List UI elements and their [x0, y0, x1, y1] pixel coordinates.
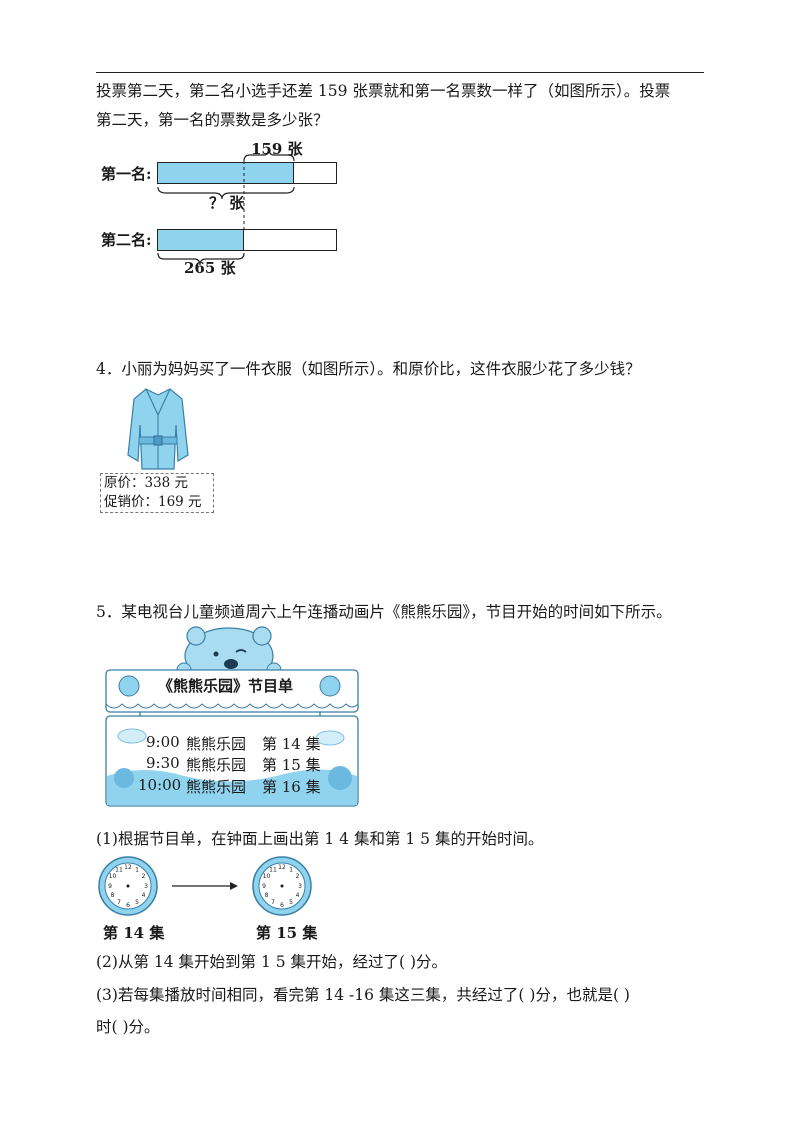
svg-text:5: 5 — [135, 899, 139, 906]
svg-text:9: 9 — [108, 883, 112, 890]
svg-text:1: 1 — [135, 867, 139, 874]
second-value-label: 265 张 — [184, 259, 236, 277]
q5-text: 5．某电视台儿童频道周六上午连播动画片《熊熊乐园》，节目开始的时间如下所示。 — [96, 603, 672, 621]
q3-text-line2: 第二天，第一名的票数是多少张？ — [96, 111, 329, 129]
q5-sub3-line1: (3)若每集播放时间相同，看完第 14 -16 集这三集，共经过了( )分，也就… — [96, 986, 630, 1004]
svg-text:3: 3 — [298, 883, 302, 890]
clock1-caption: 第 14 集 — [103, 924, 165, 942]
schedule-episode: 第 16 集 — [262, 778, 321, 796]
svg-text:10: 10 — [263, 873, 271, 880]
schedule-episode: 第 15 集 — [262, 756, 321, 774]
diff-label: 159 张 — [251, 140, 303, 158]
svg-text:10: 10 — [109, 873, 117, 880]
schedule-time: 10:00 — [138, 776, 182, 794]
svg-text:1: 1 — [289, 867, 293, 874]
label-first-place: 第一名: — [101, 165, 152, 183]
schedule-time: 9:00 — [146, 733, 180, 751]
q5-sub2: (2)从第 14 集开始到第 1 5 集开始，经过了( )分。 — [96, 953, 448, 971]
price-tag: 原价：338 元 促销价：169 元 — [100, 473, 214, 513]
schedule-title: 《熊熊乐园》节目单 — [158, 677, 294, 695]
schedule-show: 熊熊乐园 — [186, 756, 247, 774]
q3-text-line1: 投票第二天，第二名小选手还差 159 张票就和第一名票数一样了（如图所示）。投票 — [96, 82, 671, 100]
schedule-show: 熊熊乐园 — [186, 778, 247, 796]
q5-sub3-line2: 时( )分。 — [96, 1018, 160, 1036]
svg-text:6: 6 — [126, 902, 130, 909]
schedule-show: 熊熊乐园 — [186, 735, 247, 753]
schedule-time: 9:30 — [146, 754, 180, 772]
svg-text:11: 11 — [269, 867, 277, 874]
svg-text:12: 12 — [278, 864, 286, 871]
svg-text:7: 7 — [117, 899, 121, 906]
svg-text:9: 9 — [262, 883, 266, 890]
svg-text:8: 8 — [111, 892, 115, 899]
svg-text:12: 12 — [124, 864, 132, 871]
schedule-board-art — [105, 626, 359, 807]
first-place-remainder-bar — [293, 162, 337, 184]
svg-text:4: 4 — [296, 892, 300, 899]
clock2-caption: 第 15 集 — [256, 924, 318, 942]
svg-text:6: 6 — [280, 902, 284, 909]
sale-price: 促销价：169 元 — [104, 494, 202, 510]
jacket-illustration — [127, 388, 189, 470]
svg-text:8: 8 — [265, 892, 269, 899]
brace-annotations — [157, 148, 295, 266]
svg-text:4: 4 — [142, 892, 146, 899]
svg-text:5: 5 — [289, 899, 293, 906]
svg-text:7: 7 — [271, 899, 275, 906]
svg-text:11: 11 — [115, 867, 123, 874]
svg-text:2: 2 — [142, 873, 146, 880]
unknown-label: ？ 张 — [209, 194, 245, 212]
schedule-episode: 第 14 集 — [262, 735, 321, 753]
second-place-remainder-bar — [243, 229, 337, 251]
arrow-right-icon — [172, 882, 238, 890]
label-second-place: 第二名: — [101, 231, 152, 249]
svg-text:2: 2 — [296, 873, 300, 880]
top-rule — [96, 72, 704, 73]
original-price: 原价：338 元 — [104, 475, 189, 491]
q4-text: 4．小丽为妈妈买了一件衣服（如图所示）。和原价比，这件衣服少花了多少钱？ — [96, 360, 641, 378]
svg-text:3: 3 — [144, 883, 148, 890]
q5-sub1: (1)根据节目单，在钟面上画出第 1 4 集和第 1 5 集的开始时间。 — [96, 830, 544, 848]
